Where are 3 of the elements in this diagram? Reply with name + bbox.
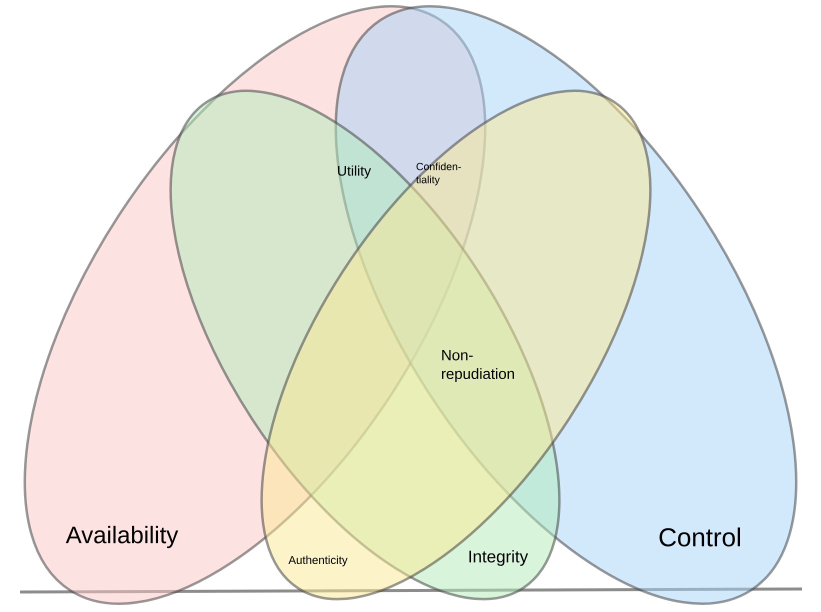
region-label: Non- repudiation	[442, 350, 514, 382]
region-label: Utility	[338, 165, 372, 178]
region-label: Confiden- tiality	[416, 162, 461, 186]
